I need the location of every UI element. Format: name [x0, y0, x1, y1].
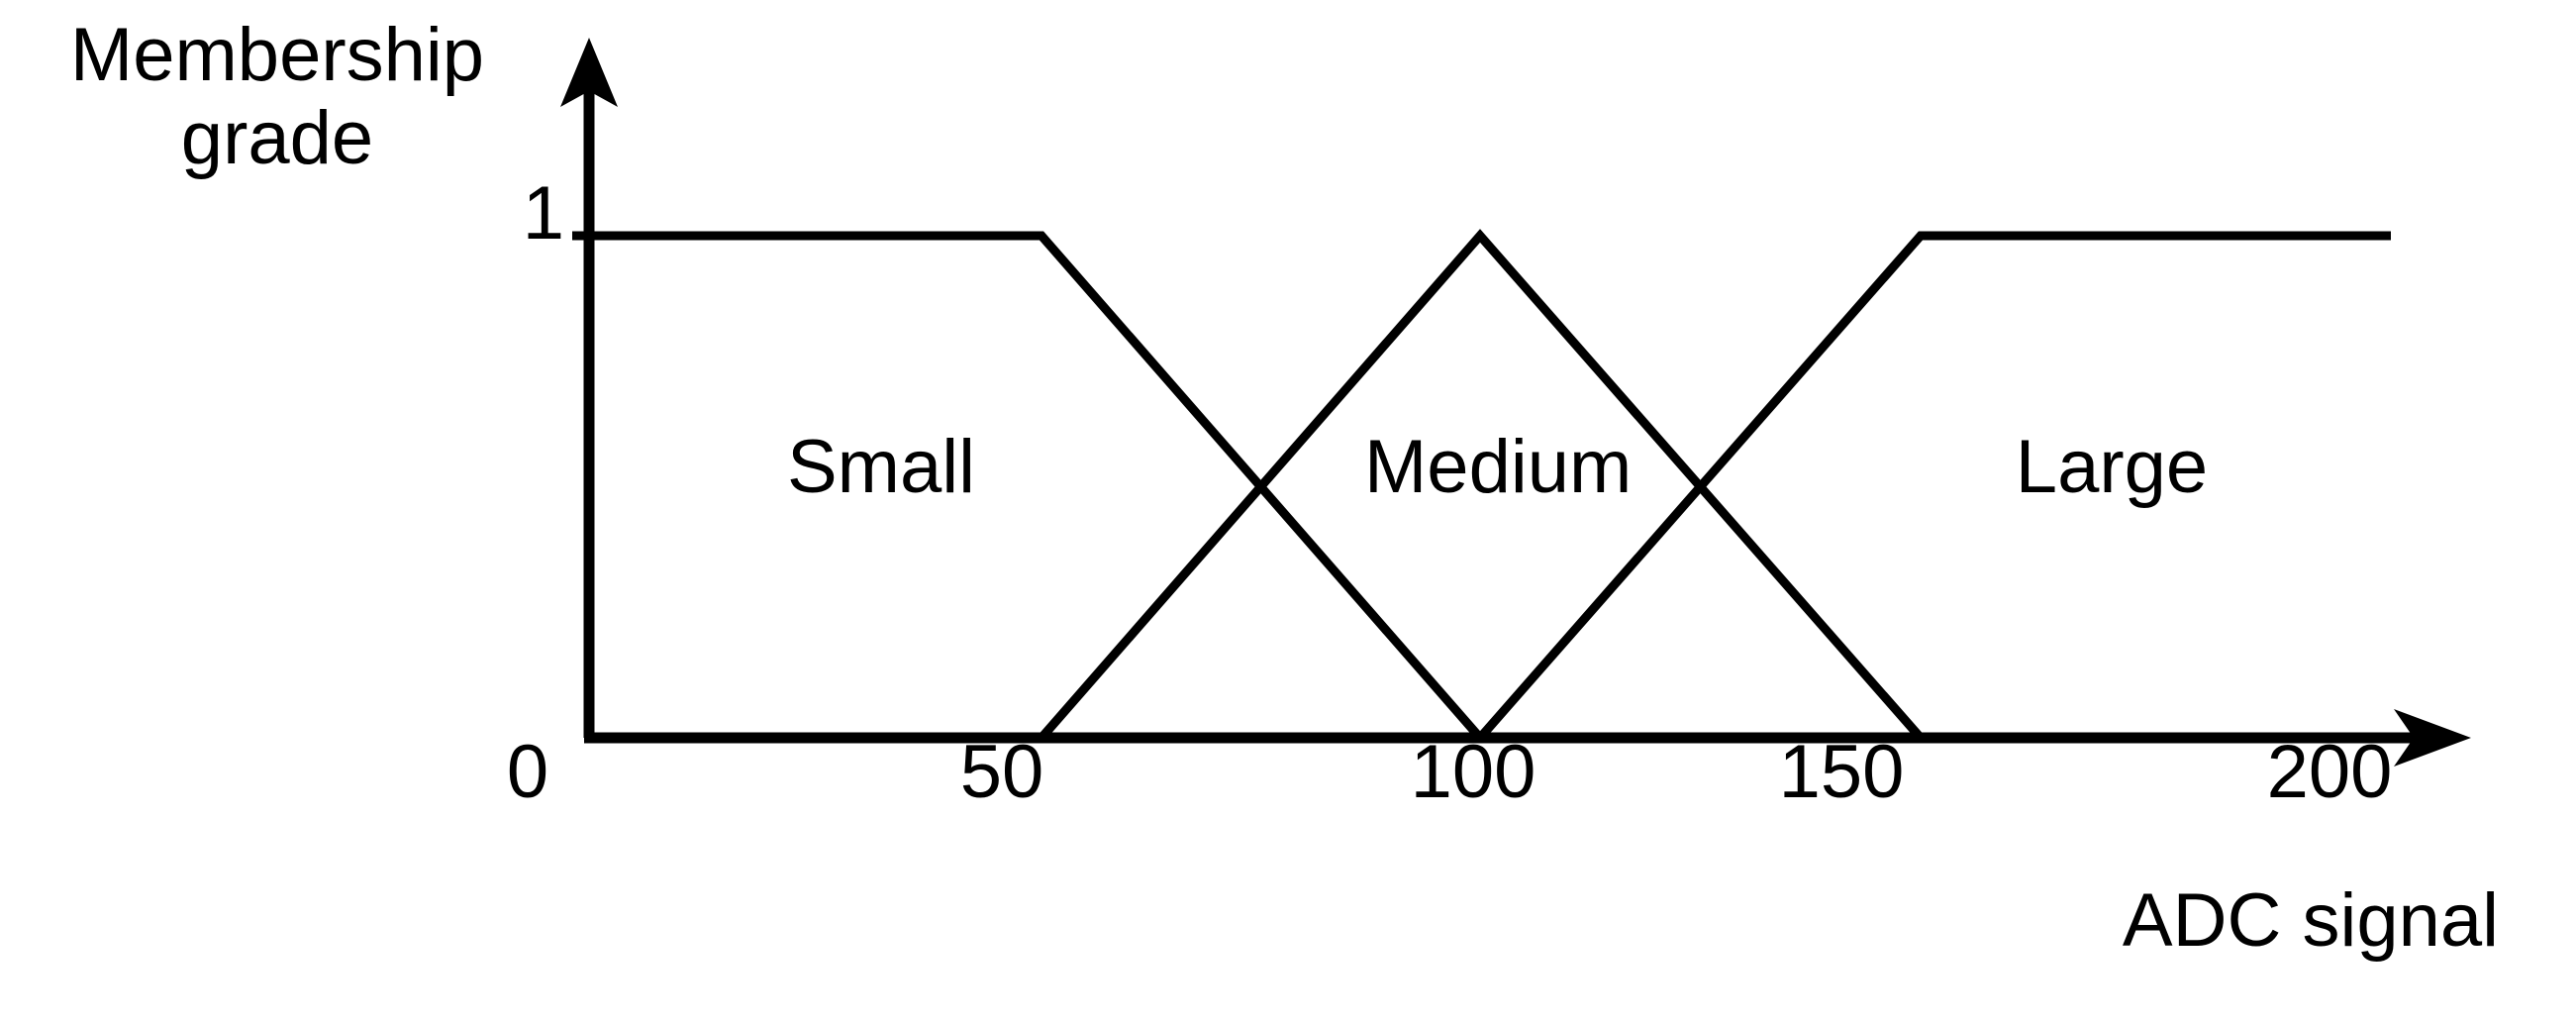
series-small-curve — [590, 231, 1484, 741]
x-axis-title: ADC signal — [2122, 878, 2500, 963]
y-axis-arrowhead — [560, 38, 618, 107]
series-large-curve — [1476, 231, 2391, 741]
x-axis-arrowhead — [2394, 709, 2471, 767]
series-label-small: Small — [786, 425, 976, 509]
x-axis-tick-label-50: 50 — [959, 730, 1044, 814]
x-axis-tick-label-150: 150 — [1778, 730, 1905, 814]
x-axis-tick-label-200: 200 — [2266, 730, 2393, 814]
series-medium-curve — [1038, 229, 1925, 741]
x-axis-tick-label-100: 100 — [1410, 730, 1536, 814]
series-label-medium: Medium — [1364, 425, 1633, 509]
y-axis-tick-label-1: 1 — [522, 171, 564, 256]
y-axis-title-line-1: Membership — [69, 13, 485, 97]
series-label-large: Large — [2015, 425, 2209, 509]
y-axis-title-line-2: grade — [180, 95, 374, 180]
x-axis-tick-label-0: 0 — [506, 730, 549, 814]
